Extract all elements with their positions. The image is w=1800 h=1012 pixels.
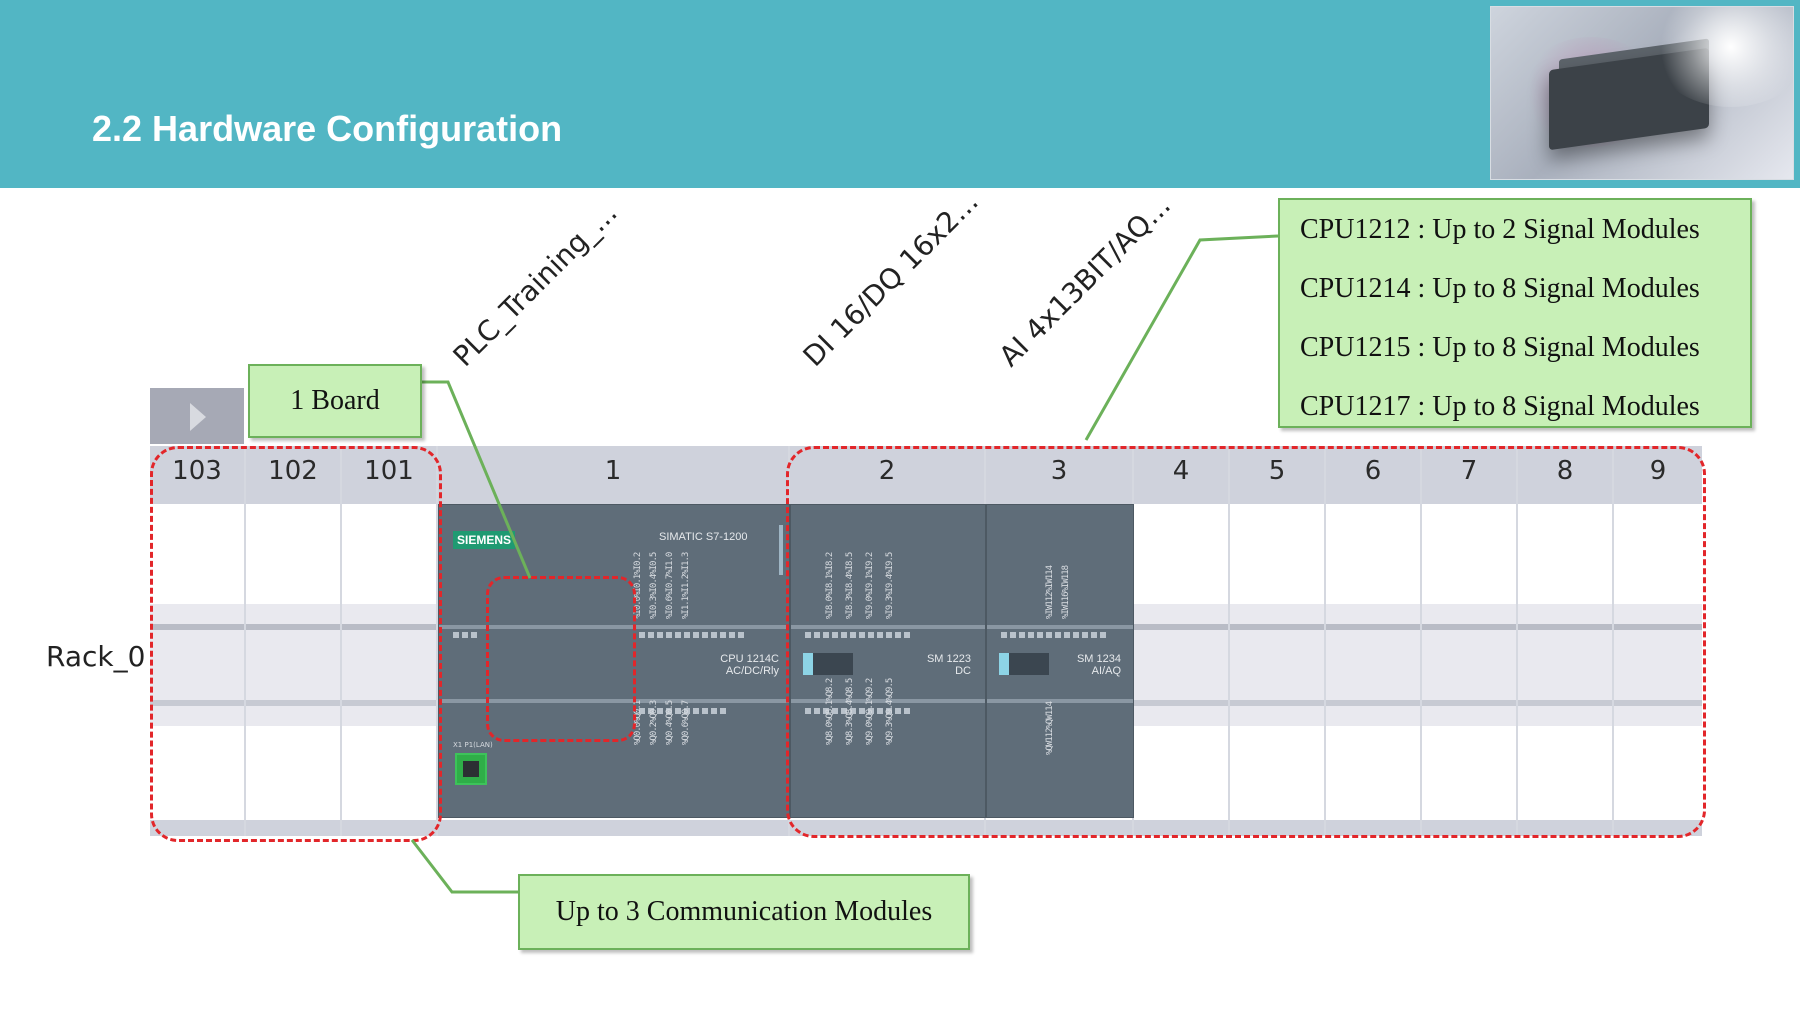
slot-7[interactable]: 7 [1460,456,1478,486]
board-slot-highlight [486,576,636,742]
comm-modules-callout: Up to 3 Communication Modules [518,874,970,950]
rack-name: Rack_0 [46,640,146,673]
signal-slots-highlight [786,446,1706,838]
slot-102[interactable]: 102 [268,456,318,486]
slot-8[interactable]: 8 [1556,456,1574,486]
sm2-type-label: AI/AQ [1091,665,1121,677]
signal-modules-callout: CPU1212 : Up to 2 Signal Modules CPU1214… [1278,198,1752,428]
slot-4[interactable]: 4 [1172,456,1190,486]
cpu-series-label: SIMATIC S7-1200 [659,531,748,543]
port-label: X1 P1(LAN) [453,741,493,749]
slot-1[interactable]: 1 [604,456,622,486]
page-title: 2.2 Hardware Configuration [92,108,563,149]
siemens-logo: SIEMENS [453,531,516,549]
plc-product-image [1490,6,1794,180]
callout-cpu1212: CPU1212 : Up to 2 Signal Modules [1300,214,1700,245]
callout-cpu1215: CPU1215 : Up to 8 Signal Modules [1300,332,1700,363]
slot-header-row [150,446,1702,504]
callout-cpu1214: CPU1214 : Up to 8 Signal Modules [1300,273,1700,304]
ethernet-port-icon[interactable] [455,753,487,785]
slot-9[interactable]: 9 [1649,456,1667,486]
header-banner: 2.2 Hardware Configuration [0,0,1800,188]
sm1-model-label: SM 1223 [926,653,971,665]
cpu-model-label: CPU 1214C [720,653,779,665]
signal-module-aio[interactable]: %IW112%IW114 %IW116%IW118 SM 1234 AI/AQ … [986,504,1134,818]
slot-5[interactable]: 5 [1268,456,1286,486]
slot-101[interactable]: 101 [364,456,414,486]
slot-2[interactable]: 2 [878,456,896,486]
cpu-module[interactable]: SIEMENS SIMATIC S7-1200 %I0.0%I0.1%I0.2 … [438,504,790,818]
expand-arrow-icon[interactable] [190,403,206,431]
slot-103[interactable]: 103 [172,456,222,486]
sm1-type-label: DC [955,665,971,677]
slot-3[interactable]: 3 [1050,456,1068,486]
signal-module-dio[interactable]: %I8.0%I8.1%I8.2 %I8.3%I8.4%I8.5 %I9.0%I9… [790,504,986,818]
cpu-type-label: AC/DC/Rly [725,665,779,677]
board-callout: 1 Board [248,364,422,438]
comm-slots-highlight [150,446,442,842]
sm2-model-label: SM 1234 [1076,653,1121,665]
slot-6[interactable]: 6 [1364,456,1382,486]
callout-cpu1217: CPU1217 : Up to 8 Signal Modules [1300,391,1700,422]
